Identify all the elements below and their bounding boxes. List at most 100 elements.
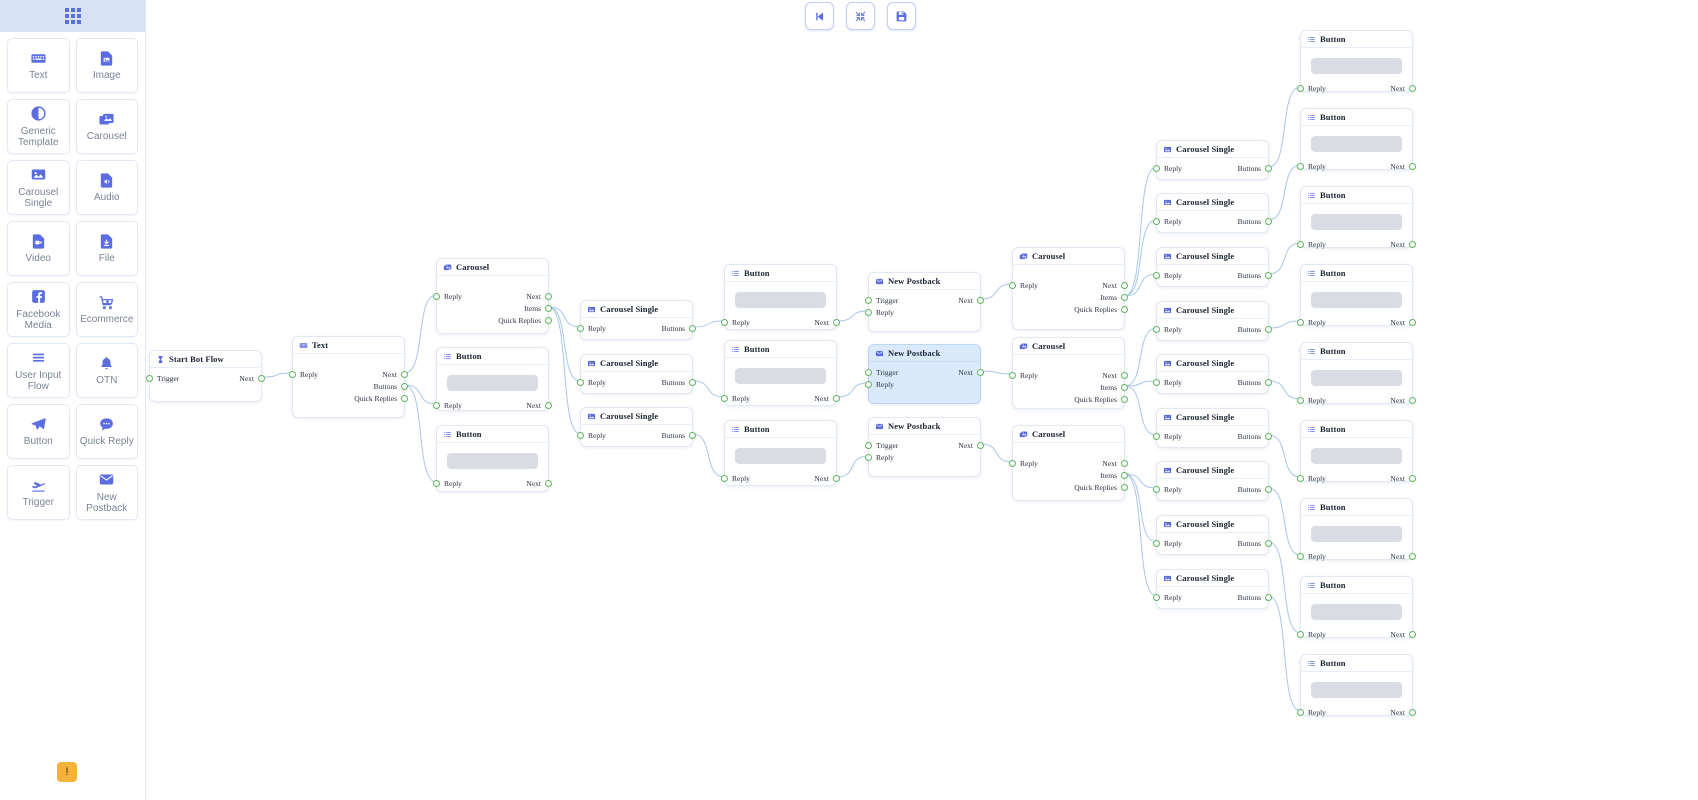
input-port-trigger[interactable] <box>865 296 872 304</box>
flow-edge[interactable] <box>1124 385 1157 436</box>
input-port-reply[interactable] <box>1153 164 1160 172</box>
output-port-buttons[interactable] <box>1265 325 1272 333</box>
node-header[interactable]: Carousel <box>1013 338 1124 355</box>
input-port-reply[interactable] <box>1153 217 1160 225</box>
output-port-quick-replies[interactable] <box>545 316 552 324</box>
node-header[interactable]: Button <box>437 426 548 443</box>
palette-item-carousel[interactable]: Carousel <box>75 99 138 154</box>
input-port-trigger[interactable] <box>146 374 153 382</box>
output-port-next[interactable] <box>545 479 552 487</box>
flow-edge[interactable] <box>548 306 581 328</box>
input-port-reply[interactable] <box>865 380 872 388</box>
flow-edge[interactable] <box>1124 327 1157 387</box>
output-port-buttons[interactable] <box>689 378 696 386</box>
flow-edge[interactable] <box>692 320 725 328</box>
flow-edge[interactable] <box>980 283 1013 300</box>
input-port-reply[interactable] <box>1009 459 1016 467</box>
output-port-buttons[interactable] <box>1265 485 1272 493</box>
node-header[interactable]: New Postback <box>869 345 980 362</box>
flow-edge[interactable] <box>1124 473 1157 597</box>
node-header[interactable]: Carousel Single <box>581 355 692 372</box>
input-port-trigger[interactable] <box>865 368 872 376</box>
input-port-reply[interactable] <box>865 308 872 316</box>
flow-edge[interactable] <box>548 306 581 382</box>
node-header[interactable]: Carousel <box>437 259 548 276</box>
palette-item-otn[interactable]: OTN <box>75 343 138 398</box>
node-header[interactable]: Button <box>1301 109 1412 126</box>
palette-item-carousel-single[interactable]: Carousel Single <box>7 160 70 215</box>
input-port-reply[interactable] <box>1297 552 1304 560</box>
output-port-items[interactable] <box>1121 383 1128 391</box>
output-port-buttons[interactable] <box>689 431 696 439</box>
flow-edge[interactable] <box>404 384 437 405</box>
palette-item-text[interactable]: Text <box>7 38 70 93</box>
input-port-reply[interactable] <box>433 292 440 300</box>
output-port-next[interactable] <box>1409 474 1416 482</box>
output-port-next[interactable] <box>977 368 984 376</box>
flow-edge[interactable] <box>1268 487 1301 556</box>
flow-edge[interactable] <box>1268 86 1301 168</box>
input-port-reply[interactable] <box>1297 84 1304 92</box>
palette-item-audio[interactable]: Audio <box>75 160 138 215</box>
node-header[interactable]: Button <box>725 421 836 438</box>
node-header[interactable]: Button <box>1301 421 1412 438</box>
node-header[interactable]: Button <box>437 348 548 365</box>
palette-item-trigger[interactable]: Trigger <box>7 465 70 520</box>
palette-item-ecommerce[interactable]: Ecommerce <box>75 282 138 337</box>
node-header[interactable]: Carousel Single <box>1157 462 1268 479</box>
flow-edge[interactable] <box>836 310 869 322</box>
input-port-reply[interactable] <box>577 324 584 332</box>
output-port-buttons[interactable] <box>1265 164 1272 172</box>
flow-edge[interactable] <box>1268 595 1301 712</box>
flow-edge[interactable] <box>1124 219 1157 297</box>
output-port-next[interactable] <box>833 394 840 402</box>
flow-edge[interactable] <box>548 306 581 435</box>
output-port-next[interactable] <box>1121 371 1128 379</box>
output-port-next[interactable] <box>1409 396 1416 404</box>
input-port-reply[interactable] <box>1153 485 1160 493</box>
palette-item-image[interactable]: Image <box>75 38 138 93</box>
output-port-buttons[interactable] <box>401 382 408 390</box>
output-port-items[interactable] <box>1121 471 1128 479</box>
output-port-next[interactable] <box>977 441 984 449</box>
output-port-buttons[interactable] <box>1265 378 1272 386</box>
input-port-reply[interactable] <box>289 370 296 378</box>
flow-edge[interactable] <box>1268 380 1301 400</box>
input-port-trigger[interactable] <box>865 441 872 449</box>
input-port-reply[interactable] <box>721 394 728 402</box>
flow-edge[interactable] <box>836 382 869 398</box>
output-port-next[interactable] <box>1409 84 1416 92</box>
output-port-quick-replies[interactable] <box>401 394 408 402</box>
output-port-next[interactable] <box>1409 240 1416 248</box>
flow-edge[interactable] <box>1124 166 1157 297</box>
node-header[interactable]: Button <box>1301 187 1412 204</box>
output-port-next[interactable] <box>401 370 408 378</box>
output-port-next[interactable] <box>258 374 265 382</box>
flow-edge[interactable] <box>1268 242 1301 275</box>
help-badge-icon[interactable]: ! <box>57 762 77 782</box>
node-header[interactable]: Button <box>1301 499 1412 516</box>
output-port-quick-replies[interactable] <box>1121 395 1128 403</box>
palette-item-user-input-flow[interactable]: User Input Flow <box>7 343 70 398</box>
input-port-reply[interactable] <box>1153 271 1160 279</box>
flow-edge[interactable] <box>1268 320 1301 329</box>
output-port-items[interactable] <box>1121 293 1128 301</box>
palette-item-facebook-media[interactable]: Facebook Media <box>7 282 70 337</box>
output-port-next[interactable] <box>1121 459 1128 467</box>
flow-edge[interactable] <box>1124 473 1157 489</box>
node-header[interactable]: Carousel Single <box>1157 570 1268 587</box>
palette-item-new-postback[interactable]: New Postback <box>75 465 138 520</box>
flow-edge[interactable] <box>692 380 725 398</box>
